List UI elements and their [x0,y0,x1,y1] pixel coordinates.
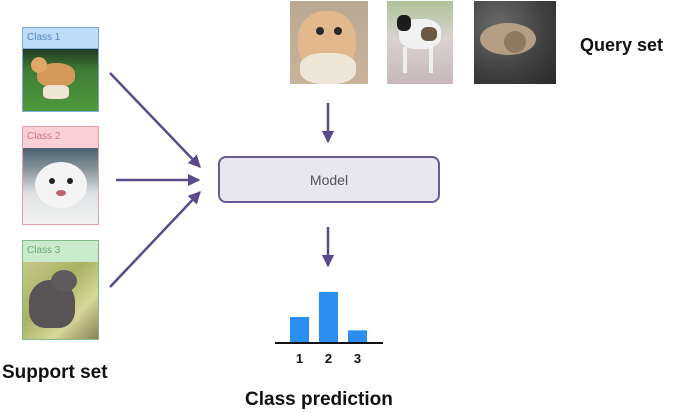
support-card-class-1: Class 1 [22,27,99,112]
tick-label: 1 [296,351,303,366]
support-set-title: Support set [2,362,108,383]
query-image-puppy [474,1,556,84]
bar-class-2 [319,292,338,342]
class-prediction-title: Class prediction [245,389,393,410]
arrow-class1-to-model [109,72,201,168]
bar-class-3 [348,330,367,342]
arrow-class3-to-model [109,191,201,288]
cat-image [23,148,98,224]
class-label: Class 1 [23,28,98,49]
support-card-class-2: Class 2 [22,126,99,225]
class-label: Class 3 [23,241,98,262]
dog-image [23,49,98,111]
query-image-dog [387,1,453,84]
class-label: Class 2 [23,127,98,148]
query-image-cat [290,1,368,84]
support-card-class-3: Class 3 [22,240,99,340]
query-set-title: Query set [580,35,664,55]
bar-class-1 [290,317,309,342]
prediction-chart: 1 2 3 [275,292,383,366]
tick-label: 3 [354,351,361,366]
seal-image [23,262,98,339]
tick-label: 2 [325,351,332,366]
model-box: Model [218,156,440,203]
